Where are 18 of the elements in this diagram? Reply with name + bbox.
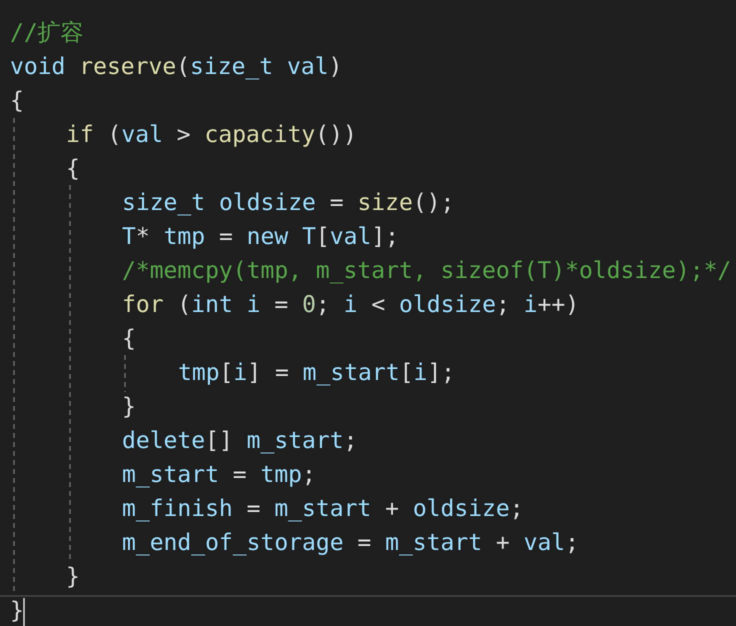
code-line: size_t oldsize = size(); [122,189,454,218]
code-line: } [66,563,80,592]
code-line: m_start = tmp; [122,461,316,490]
code-line: m_end_of_storage = m_start + val; [122,529,579,558]
code-line: { [122,325,136,354]
code-line: m_finish = m_start + oldsize; [122,495,524,524]
code-line: void reserve(size_t val) [10,53,342,82]
code-line: { [66,155,80,184]
code-line: for (int i = 0; i < oldsize; i++) [122,291,580,320]
code-line: T* tmp = new T[val]; [122,223,400,252]
code-line: tmp[i] = m_start[i]; [178,359,456,388]
code-line: { [10,87,24,116]
code-line: delete[] m_start; [122,427,358,456]
code-line: if (val > capacity()) [66,121,357,150]
code-comment: //扩容 [10,19,84,48]
code-comment: /*memcpy(tmp, m_start, sizeof(T)*oldsize);*/ [122,257,732,286]
code-line: } [10,597,24,626]
code-line: } [122,393,136,422]
